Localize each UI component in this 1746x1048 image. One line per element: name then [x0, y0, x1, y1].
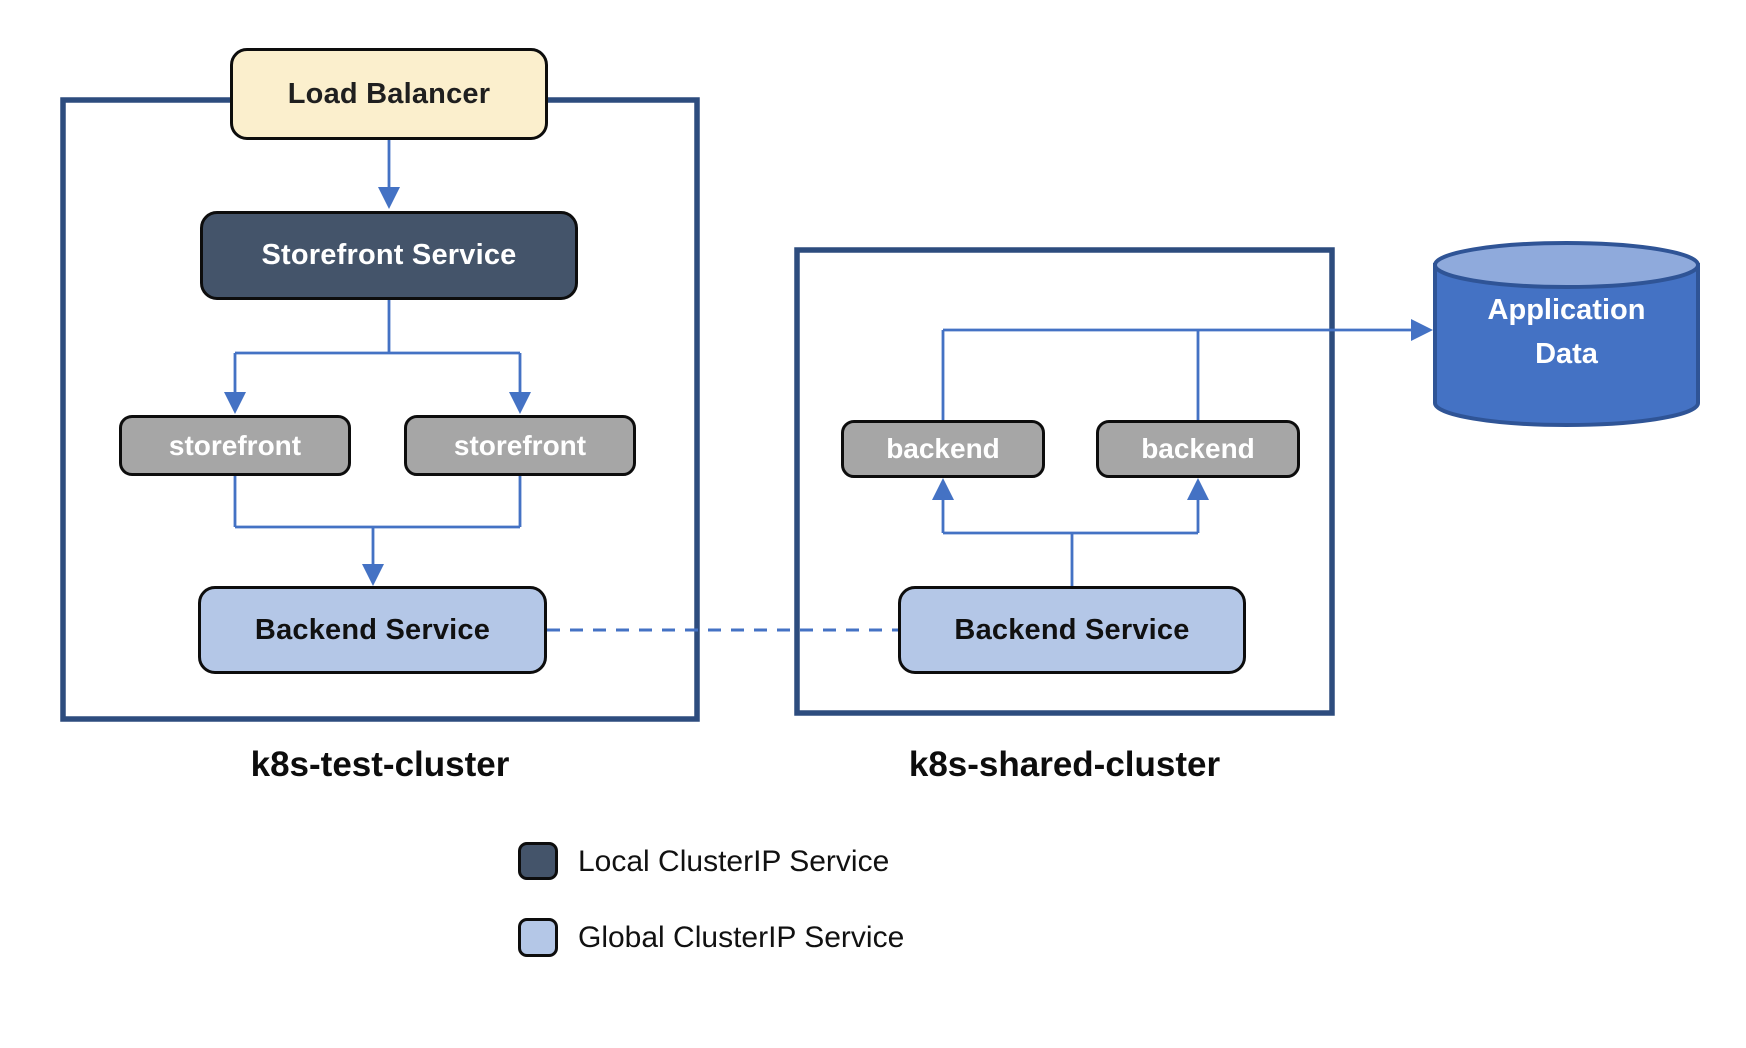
connector-backend-service-to-pods — [932, 478, 1209, 586]
connector-loadbalancer-to-storefront-service — [378, 140, 400, 209]
legend-label-local-clusterip: Local ClusterIP Service — [578, 845, 890, 878]
application-data-line2: Data — [1535, 338, 1598, 370]
shared-cluster-border — [794, 247, 1335, 716]
database-cylinder-icon — [1433, 241, 1700, 427]
connector-pods-to-application-data — [941, 319, 1433, 422]
backend-service-node-test-cluster: Backend Service — [198, 586, 547, 674]
shared-cluster-label: k8s-shared-cluster — [908, 745, 1221, 784]
application-data-label: Application Data — [1435, 288, 1698, 376]
backend-service-node-shared-cluster: Backend Service — [898, 586, 1246, 674]
legend-label-global-clusterip: Global ClusterIP Service — [578, 921, 905, 954]
storefront-pod-2: storefront — [404, 415, 636, 476]
storefront-pod-1: storefront — [119, 415, 351, 476]
application-data-line1: Application — [1487, 294, 1646, 326]
load-balancer-node: Load Balancer — [230, 48, 548, 140]
legend-swatch-local-clusterip — [518, 842, 558, 880]
connector-storefront-service-to-pods — [224, 300, 531, 414]
backend-pod-1: backend — [841, 420, 1045, 478]
connector-pods-to-backend-service-left — [233, 476, 522, 586]
legend-swatch-global-clusterip — [518, 918, 558, 957]
backend-pod-2: backend — [1096, 420, 1300, 478]
storefront-service-node: Storefront Service — [200, 211, 578, 300]
test-cluster-label: k8s-test-cluster — [250, 745, 510, 784]
